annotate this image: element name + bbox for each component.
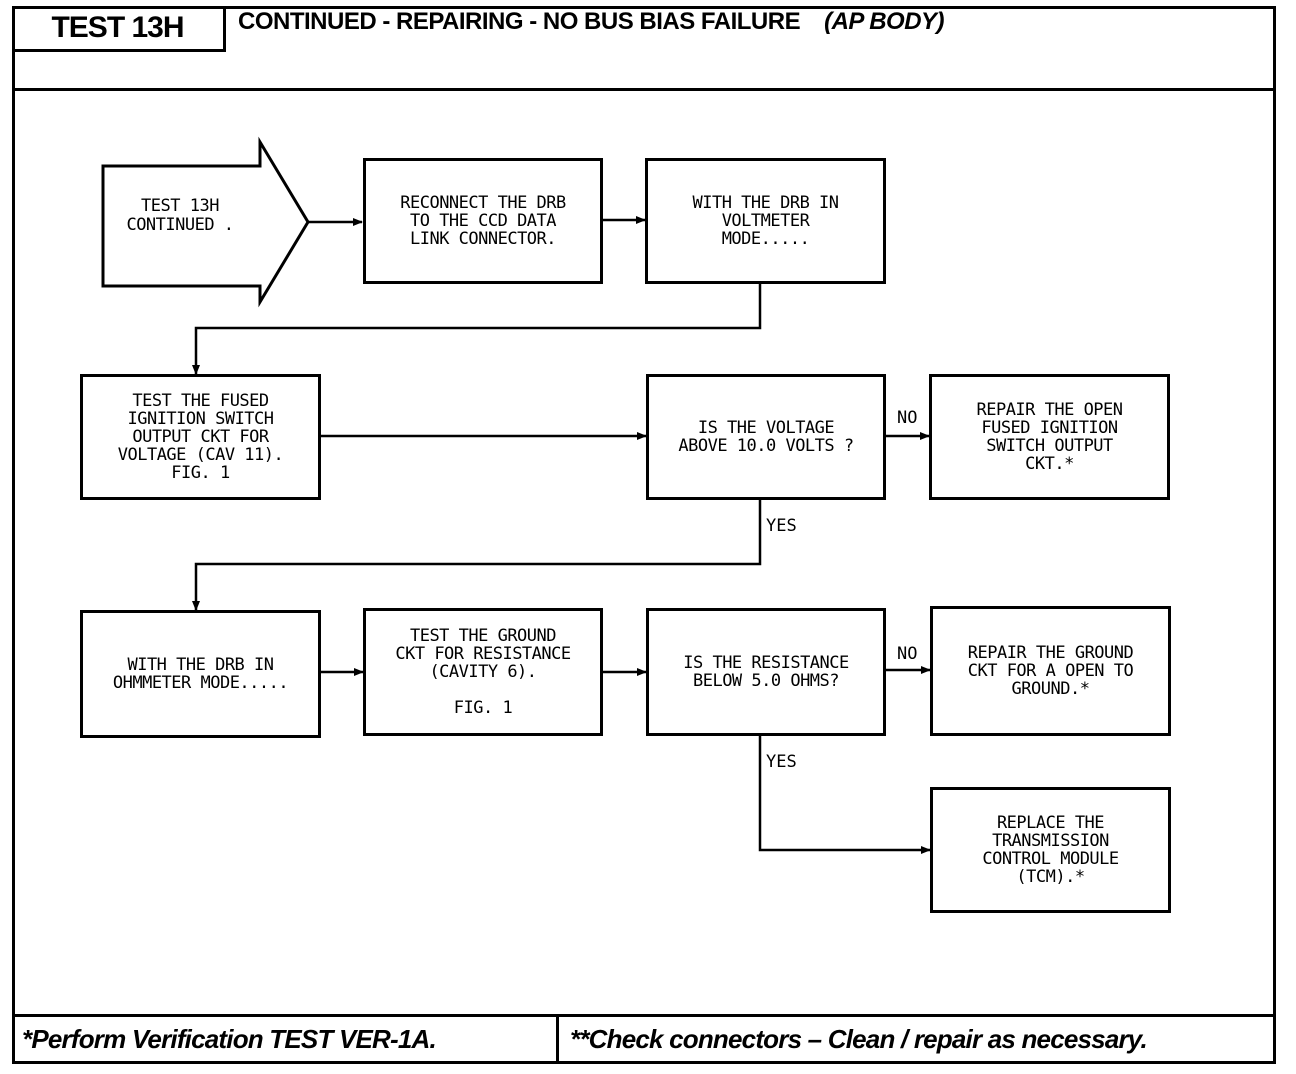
footer-divider	[12, 1014, 1276, 1017]
step-repair-ground-text: REPAIR THE GROUND CKT FOR A OPEN TO GROU…	[967, 643, 1134, 699]
step-replace-tcm-text: REPLACE THE TRANSMISSION CONTROL MODULE …	[982, 813, 1119, 887]
step-replace-tcm: REPLACE THE TRANSMISSION CONTROL MODULE …	[930, 787, 1171, 913]
step-test-ground-ckt: TEST THE GROUND CKT FOR RESISTANCE (CAVI…	[363, 608, 603, 736]
branch-yes-label: YES	[766, 516, 797, 536]
decision-voltage: IS THE VOLTAGE ABOVE 10.0 VOLTS ?	[646, 374, 886, 500]
step-test-ground-text: TEST THE GROUND CKT FOR RESISTANCE (CAVI…	[395, 626, 571, 718]
step-repair-ground-ckt: REPAIR THE GROUND CKT FOR A OPEN TO GROU…	[930, 606, 1171, 736]
decision-resistance-text: IS THE RESISTANCE BELOW 5.0 OHMS?	[683, 653, 849, 691]
connector-qvoltage-yes	[192, 498, 762, 611]
step-reconnect-drb: RECONNECT THE DRB TO THE CCD DATA LINK C…	[363, 158, 603, 284]
step-reconnect-text: RECONNECT THE DRB TO THE CCD DATA LINK C…	[400, 193, 566, 249]
decision-voltage-text: IS THE VOLTAGE ABOVE 10.0 VOLTS ?	[678, 418, 854, 456]
start-label: TEST 13H CONTINUED .	[126, 196, 234, 235]
step-voltmeter-text: WITH THE DRB IN VOLTMETER MODE.....	[692, 193, 839, 249]
step-repair-open-ckt: REPAIR THE OPEN FUSED IGNITION SWITCH OU…	[929, 374, 1170, 500]
step-test-fused-ignition: TEST THE FUSED IGNITION SWITCH OUTPUT CK…	[80, 374, 321, 500]
start-arrow-shape	[101, 136, 310, 308]
header-divider	[12, 88, 1276, 91]
connector-voltmeter-testfused	[192, 284, 762, 375]
decision-resistance: IS THE RESISTANCE BELOW 5.0 OHMS?	[646, 608, 886, 736]
footer-separator	[556, 1014, 559, 1064]
step-repair-open-text: REPAIR THE OPEN FUSED IGNITION SWITCH OU…	[976, 400, 1123, 474]
step-test-fused-text: TEST THE FUSED IGNITION SWITCH OUTPUT CK…	[117, 391, 284, 483]
footer-connectors-note: **Check connectors – Clean / repair as n…	[570, 1024, 1148, 1054]
branch-yes-label: YES	[766, 752, 797, 772]
page-title: CONTINUED - REPAIRING - NO BUS BIAS FAIL…	[238, 8, 945, 36]
title-subtitle: (AP BODY)	[824, 8, 945, 35]
step-ohmmeter-mode: WITH THE DRB IN OHMMETER MODE.....	[80, 610, 321, 738]
connector-qresistance-yes	[758, 734, 931, 854]
page-frame	[12, 6, 1276, 1064]
step-voltmeter-mode: WITH THE DRB IN VOLTMETER MODE.....	[645, 158, 886, 284]
title-text: CONTINUED - REPAIRING - NO BUS BIAS FAIL…	[238, 8, 801, 35]
test-id: TEST 13H	[12, 6, 226, 52]
branch-no-label: NO	[897, 644, 918, 664]
branch-no-label: NO	[897, 408, 918, 428]
footer-verification-note: *Perform Verification TEST VER-1A.	[22, 1024, 437, 1054]
step-ohmmeter-text: WITH THE DRB IN OHMMETER MODE.....	[112, 655, 289, 693]
